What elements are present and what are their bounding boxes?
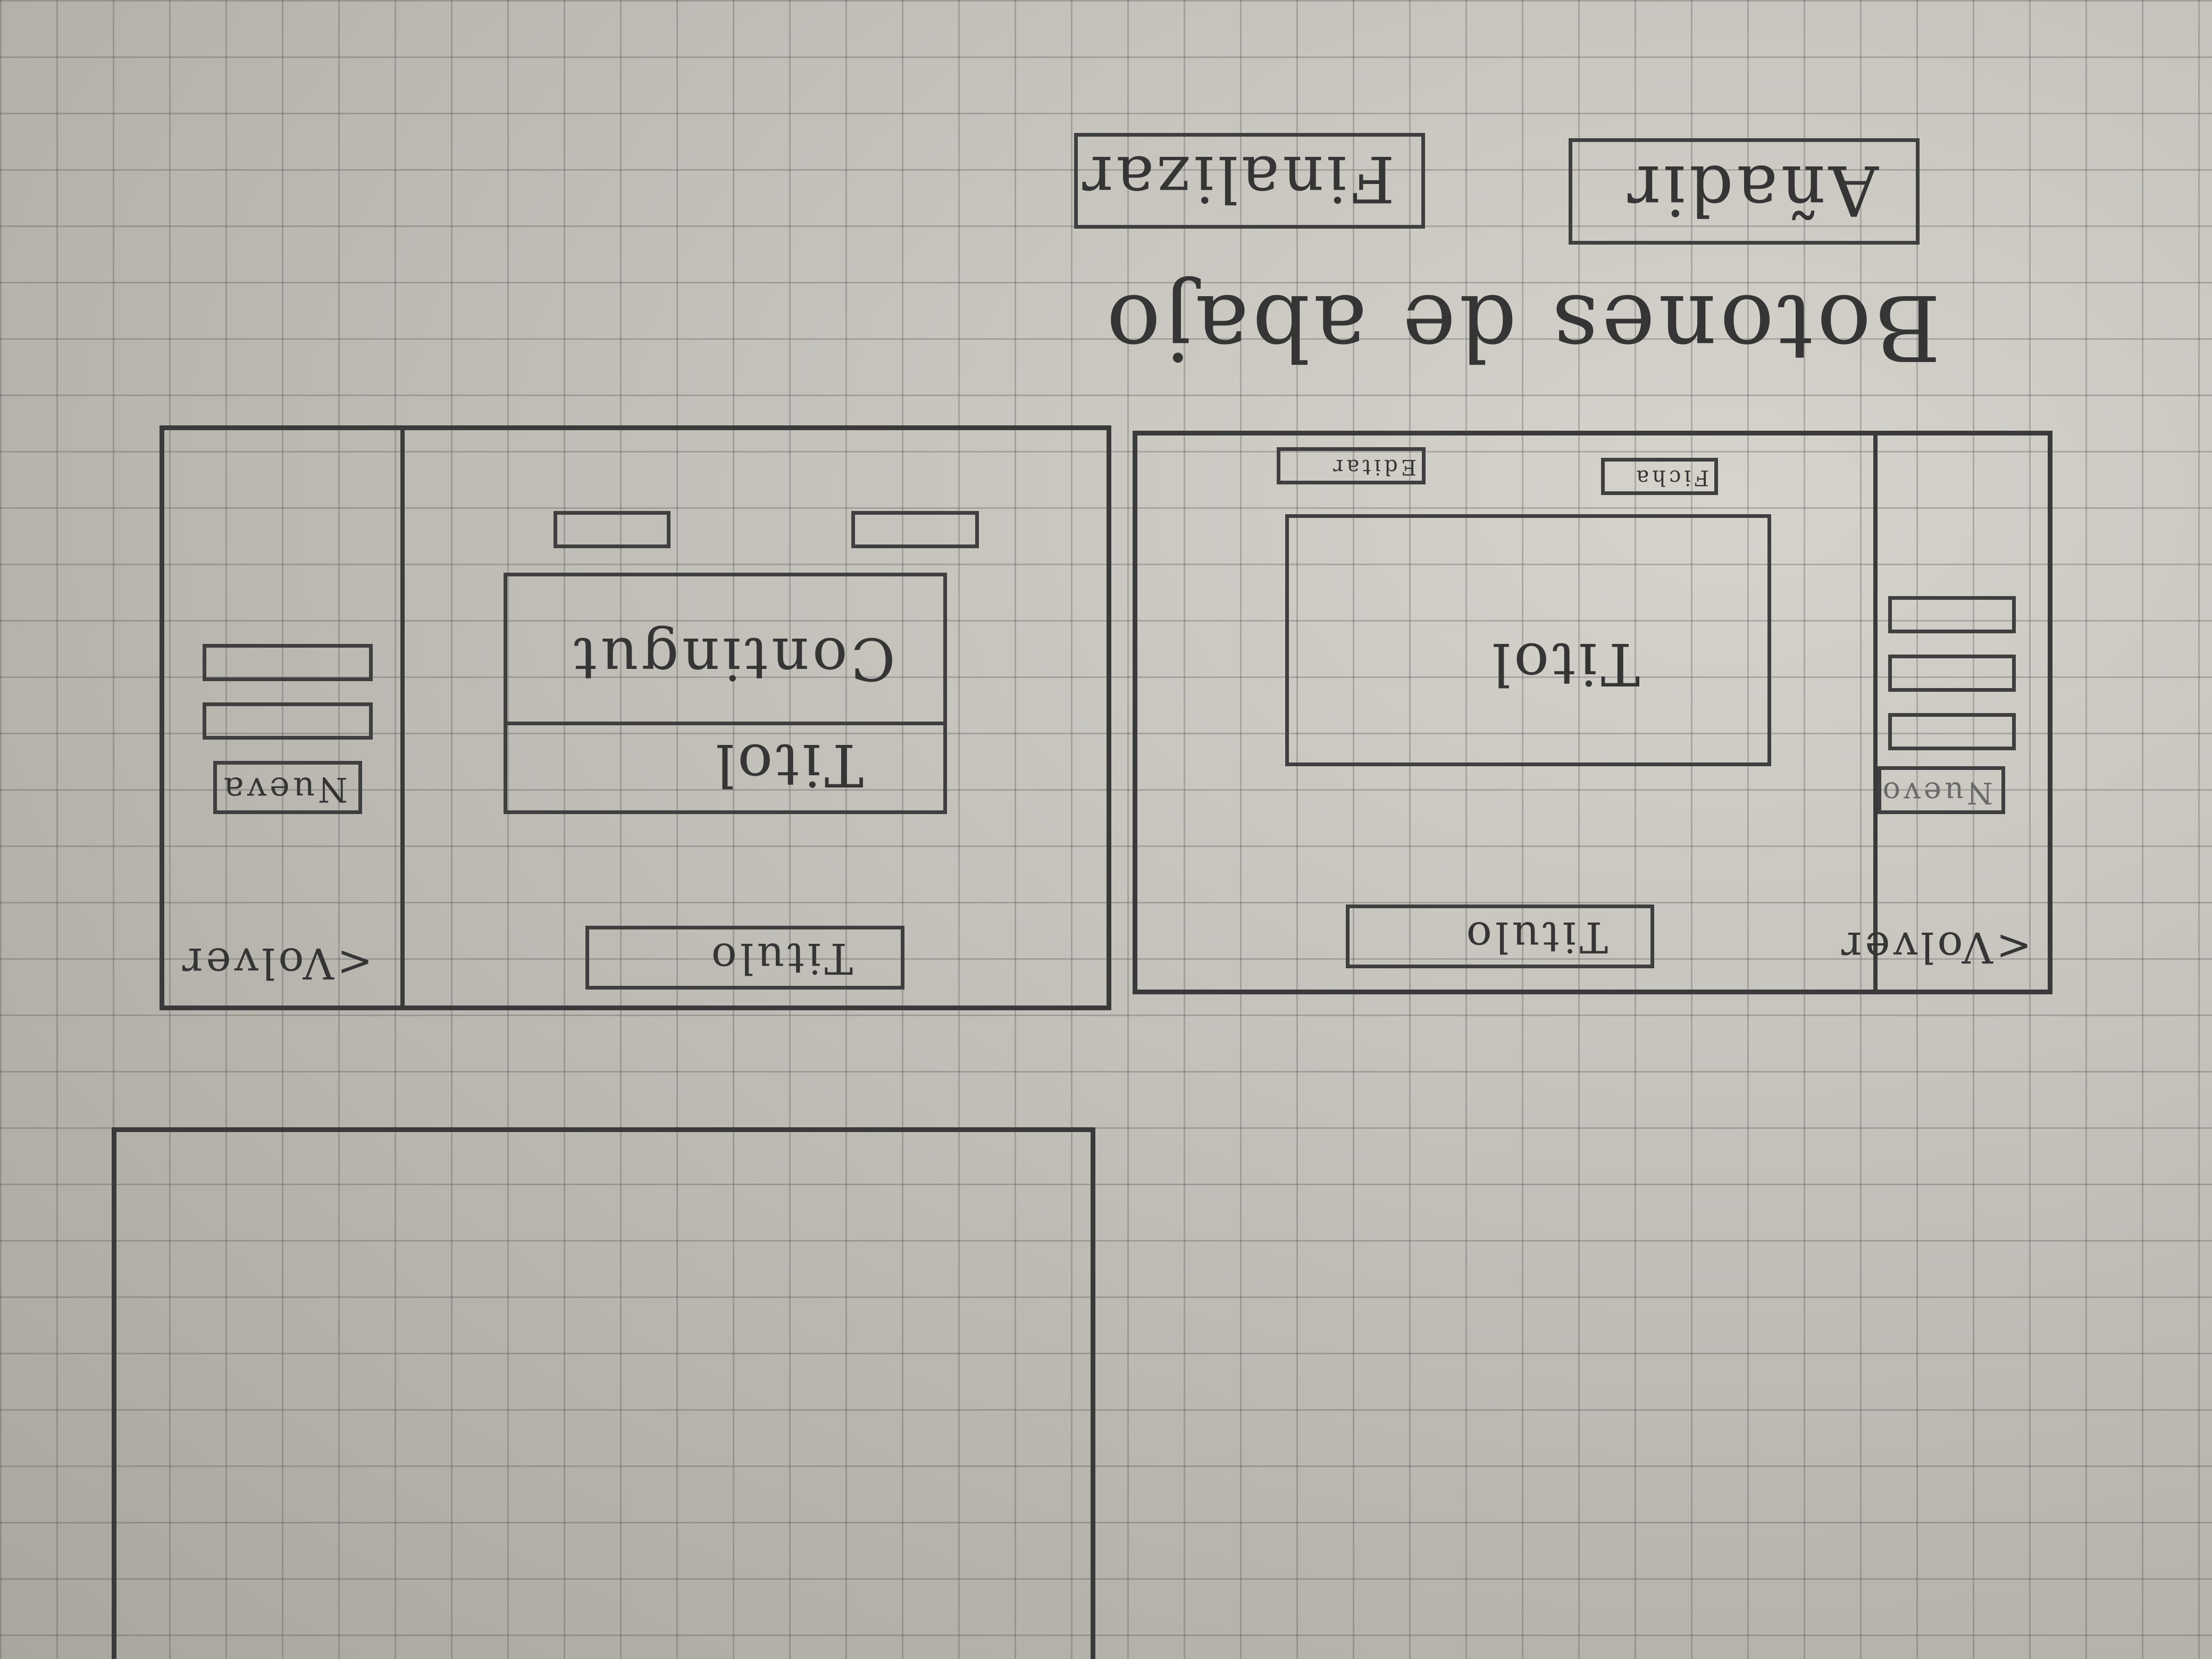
- new-button[interactable]: Nuevo: [1878, 766, 2005, 814]
- sidebar-divider: [400, 430, 405, 1006]
- wireframe-left: <Volver Titulo Nuevo Titol Ficha Editar: [1133, 431, 2052, 994]
- wireframe-right: <Volver Titulo Nueva Titol Contingut: [160, 425, 1111, 1010]
- content-card: Titol: [1285, 514, 1771, 766]
- finish-button[interactable]: Finalizar: [1074, 133, 1425, 229]
- card-divider: [507, 722, 943, 725]
- content-card: Titol Contingut: [504, 573, 947, 814]
- title-button[interactable]: Titulo: [585, 926, 904, 990]
- back-link[interactable]: <Volver: [1838, 923, 2032, 972]
- sidebar-divider: [1873, 435, 1878, 990]
- list-item-1[interactable]: [203, 702, 373, 740]
- list-item-1[interactable]: [1888, 713, 2016, 750]
- small-button-b[interactable]: Editar: [1277, 447, 1426, 484]
- small-button-a[interactable]: Ficha: [1601, 458, 1718, 495]
- heading-botones-de-abajo: Botones de abajo: [1103, 274, 1941, 380]
- list-item-2[interactable]: [1888, 655, 2016, 692]
- small-button-right[interactable]: [554, 511, 671, 548]
- title-button[interactable]: Titulo: [1346, 904, 1654, 968]
- list-item-3[interactable]: [1888, 596, 2016, 633]
- small-button-left[interactable]: [851, 511, 979, 548]
- partial-wireframe-frame: [112, 1127, 1095, 1659]
- list-item-2[interactable]: [203, 644, 373, 681]
- new-button[interactable]: Nueva: [213, 761, 362, 814]
- add-button[interactable]: Añadir: [1569, 138, 1920, 245]
- back-link[interactable]: <Volver: [179, 939, 373, 988]
